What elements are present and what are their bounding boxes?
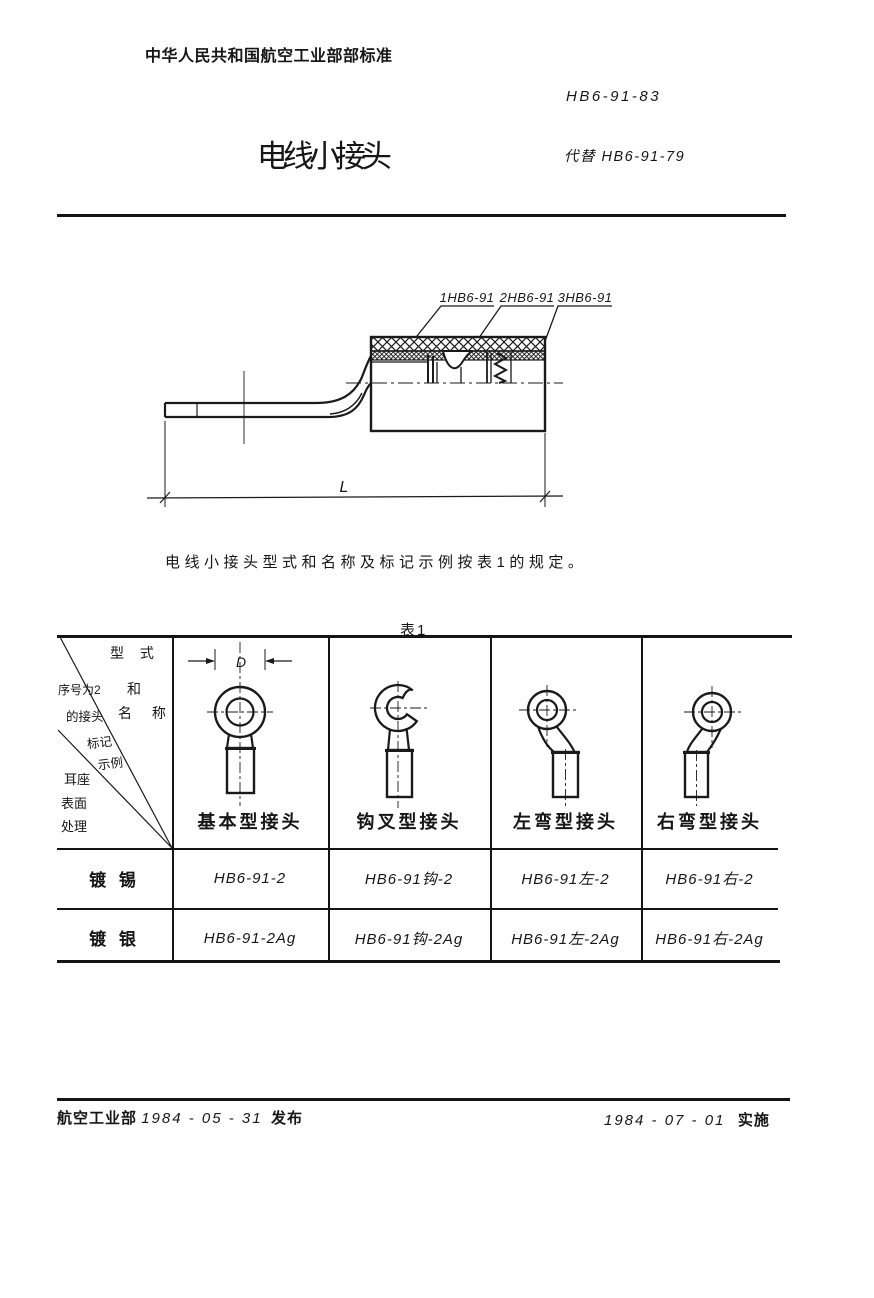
corner-label-and: 和 bbox=[127, 681, 141, 697]
basic-terminal-drawing bbox=[188, 649, 292, 795]
corner-label-marking: 标记 bbox=[86, 734, 113, 752]
diameter-dimension-label: D bbox=[236, 654, 246, 670]
right-bend-terminal-drawing bbox=[683, 691, 733, 799]
corner-diagonal-upper bbox=[59, 636, 173, 848]
footer-rule bbox=[57, 1098, 790, 1101]
terminal-side-view-figure: 1HB6-91 2HB6-91 3HB6-91 L bbox=[146, 290, 613, 507]
table-top-border bbox=[57, 635, 792, 638]
table-row-separator-2 bbox=[57, 908, 778, 910]
length-dimension-line bbox=[146, 495, 564, 499]
corner-diagonal-lower bbox=[57, 729, 173, 848]
table-caption: 表1 bbox=[400, 622, 428, 639]
type-name-hook: 钩叉型接头 bbox=[356, 812, 462, 832]
type-name-basic: 基本型接头 bbox=[197, 812, 303, 832]
corner-label-surface: 表面 bbox=[61, 796, 88, 811]
figure-part-label-2: 2HB6-91 bbox=[499, 290, 555, 305]
designation-tin-basic: HB6-91-2 bbox=[213, 869, 287, 887]
figure-part-label-3: 3HB6-91 bbox=[558, 290, 613, 305]
table-column-divider-2 bbox=[328, 635, 330, 960]
designation-silver-left: HB6-91左-2Ag bbox=[511, 930, 620, 948]
replaces-note: 代替 HB6-91-79 bbox=[564, 149, 686, 165]
table-column-divider-4 bbox=[641, 635, 643, 960]
leader-line-2 bbox=[471, 305, 554, 349]
designation-silver-basic: HB6-91-2Ag bbox=[203, 929, 297, 947]
designation-tin-left: HB6-91左-2 bbox=[521, 870, 610, 888]
header-rule bbox=[57, 214, 786, 217]
row-label-silver-plated: 镀 银 bbox=[89, 929, 140, 949]
footer-impl-date: 1984 - 07 - 01 bbox=[604, 1112, 726, 1129]
table-column-divider-1 bbox=[172, 635, 174, 960]
crimp-notch bbox=[441, 350, 474, 370]
hook-terminal-drawing bbox=[373, 683, 419, 799]
designation-tin-right: HB6-91右-2 bbox=[665, 870, 754, 888]
leader-line-1 bbox=[412, 305, 494, 342]
corner-label-terminal: 的接头 bbox=[66, 710, 104, 724]
insulation-hatch-band bbox=[370, 336, 546, 352]
table-row-separator-1 bbox=[57, 848, 778, 850]
designation-silver-right: HB6-91右-2Ag bbox=[655, 930, 764, 948]
figure-part-label-1: 1HB6-91 bbox=[440, 290, 495, 305]
tab-bottom-edge bbox=[165, 382, 372, 419]
footer-issue: 航空工业部 1984 - 05 - 31 发布 bbox=[57, 1107, 303, 1128]
corner-label-type: 型 式 bbox=[110, 645, 160, 661]
corner-label-name: 名 称 bbox=[118, 705, 174, 721]
corner-label-example: 示例 bbox=[97, 755, 124, 773]
table-1: D 型 式 和 名 称 序号为2 的接头 标记 示例 耳座 表面 处理 基本型接… bbox=[57, 635, 792, 963]
footer-implementation: 1984 - 07 - 01 实施 bbox=[604, 1109, 770, 1130]
table-header-drawings: D bbox=[57, 636, 744, 848]
document-title: 电线小接头 bbox=[257, 139, 392, 174]
corner-label-serial: 序号为2 bbox=[58, 683, 101, 697]
tab-top-edge bbox=[165, 355, 372, 405]
footer-issuer: 航空工业部 bbox=[57, 1110, 138, 1127]
designation-silver-hook: HB6-91钩-2Ag bbox=[354, 930, 464, 948]
table-column-divider-3 bbox=[490, 635, 492, 960]
terminal-centerlines bbox=[207, 642, 744, 808]
designation-tin-hook: HB6-91钩-2 bbox=[364, 870, 454, 888]
intro-paragraph: 电线小接头型式和名称及标记示例按表1的规定。 bbox=[165, 554, 588, 571]
figure-length-label: L bbox=[340, 479, 349, 496]
corner-label-treatment: 处理 bbox=[61, 819, 88, 834]
type-name-right-bend: 右弯型接头 bbox=[657, 812, 762, 832]
standard-body-heading: 中华人民共和国航空工业部部标准 bbox=[145, 48, 393, 65]
leader-line-3 bbox=[540, 305, 612, 353]
corner-label-lug: 耳座 bbox=[64, 772, 91, 787]
standard-number: HB6-91-83 bbox=[566, 88, 662, 105]
footer-issue-action: 发布 bbox=[270, 1110, 303, 1127]
table-bottom-border bbox=[57, 960, 780, 963]
footer-issue-date: 1984 - 05 - 31 bbox=[141, 1110, 263, 1127]
type-name-left-bend: 左弯型接头 bbox=[513, 812, 618, 832]
row-label-tin-plated: 镀 锡 bbox=[89, 870, 140, 890]
left-bend-terminal-drawing bbox=[526, 689, 580, 799]
footer-impl-action: 实施 bbox=[737, 1112, 770, 1129]
spring-detail bbox=[492, 352, 509, 384]
